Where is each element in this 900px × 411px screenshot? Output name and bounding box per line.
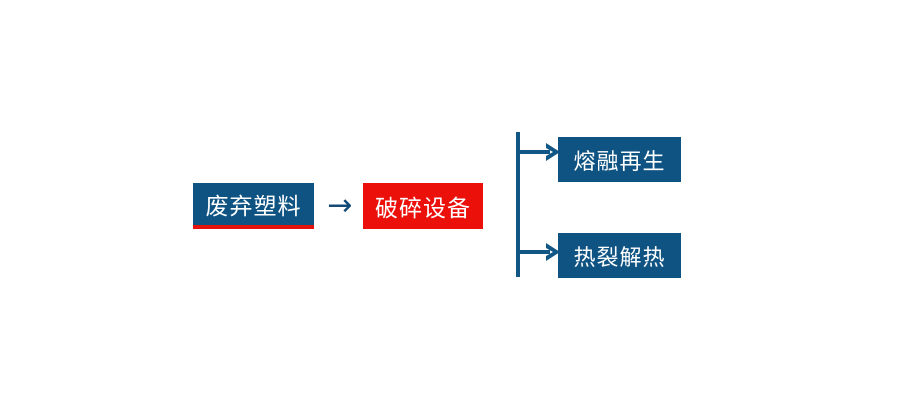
arrow-right-icon: → <box>327 188 353 223</box>
node-melt-recycling[interactable]: 熔融再生 <box>558 137 681 182</box>
branch-connector-icon <box>516 132 560 277</box>
node-melt-recycling-label: 熔融再生 <box>573 149 666 175</box>
node-crushing-equipment[interactable]: 破碎设备 <box>363 183 483 229</box>
node-crushing-equipment-label: 破碎设备 <box>375 196 471 222</box>
node-pyrolysis-heat[interactable]: 热裂解热 <box>558 233 681 278</box>
node-pyrolysis-heat-label: 热裂解热 <box>573 245 666 271</box>
node-waste-plastic[interactable]: 废弃塑料 <box>193 183 314 229</box>
node-waste-plastic-label: 废弃塑料 <box>205 194 302 220</box>
